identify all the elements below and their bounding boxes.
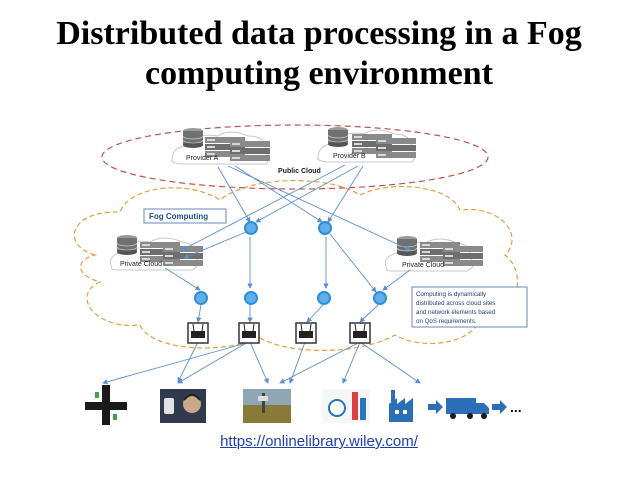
gateway-router-2 (238, 322, 260, 344)
private-cloud-left-label: Private Cloud (120, 261, 162, 268)
gateway-router-1 (187, 322, 209, 344)
provider-b-label: Provider B (333, 153, 366, 160)
devices-ellipsis: ... (510, 399, 522, 415)
fog-node-lower-2 (244, 291, 258, 305)
fog-node-upper-left (244, 221, 258, 235)
fog-node-upper-right (318, 221, 332, 235)
gateway-router-4 (349, 322, 371, 344)
delivery-truck-icon (446, 398, 489, 419)
wearable-health-icon (160, 389, 206, 423)
smart-meter-icon (322, 389, 370, 423)
connection-arrows (102, 164, 421, 385)
note-line-2: distributed across cloud sites (416, 300, 495, 307)
fog-node-lower-1 (194, 291, 208, 305)
public-cloud-label: Public Cloud (278, 168, 321, 175)
fog-cloud-outline (73, 179, 518, 351)
source-link[interactable]: https://onlinelibrary.wiley.com/ (220, 433, 418, 450)
fog-computing-box (143, 208, 227, 224)
private-cloud-right-label: Private Cloud (402, 262, 444, 269)
public-cloud-outline (101, 124, 489, 190)
private-cloud-left-cluster (109, 234, 203, 271)
gateway-router-3 (295, 322, 317, 344)
fog-computing-label: Fog Computing (149, 212, 208, 221)
provider-a-cluster (171, 127, 270, 165)
fog-node-lower-4 (373, 291, 387, 305)
arrow-right-icon (428, 400, 443, 414)
note-line-4: on QoS requirements. (416, 318, 477, 325)
fog-node-lower-3 (317, 291, 331, 305)
note-line-3: and network elements based (416, 309, 496, 316)
note-box (411, 286, 528, 328)
note-line-1: Computing is dynamically (416, 291, 487, 298)
arrow-right-icon (492, 400, 507, 414)
title-line-1: Distributed data processing in a Fog (56, 15, 582, 52)
provider-b-cluster (317, 126, 416, 163)
page-title: Distributed data processing in a Fog com… (0, 14, 638, 94)
provider-a-label: Provider A (186, 155, 219, 162)
smart-agriculture-icon (243, 389, 291, 423)
title-line-2: computing environment (145, 55, 493, 92)
smart-factory-icon (389, 390, 413, 422)
traffic-intersection-icon (85, 385, 127, 425)
